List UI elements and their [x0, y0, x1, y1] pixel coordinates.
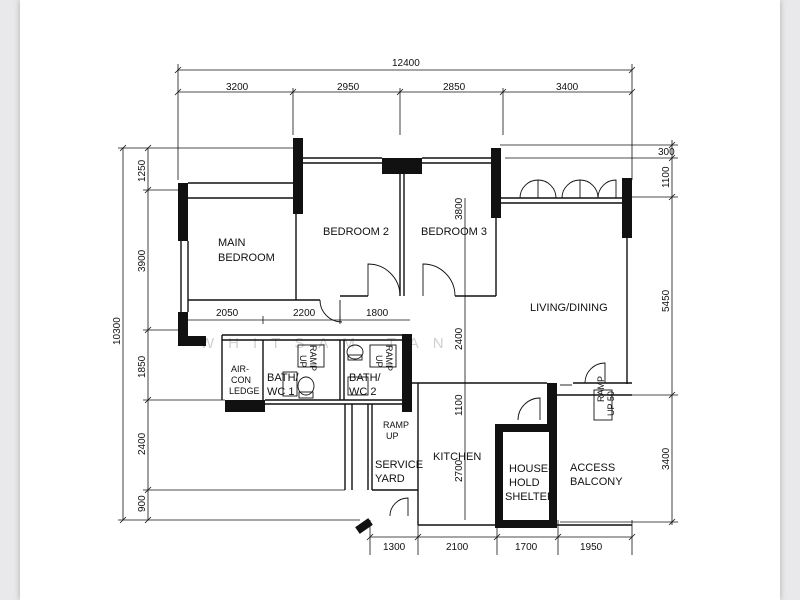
- room-service-yard-line2: YARD: [375, 473, 405, 485]
- room-shelter-line3: SHELTER: [505, 491, 555, 503]
- room-bedroom-3: BEDROOM 3: [421, 226, 487, 238]
- dim-left-3: 1850: [137, 355, 148, 378]
- room-bedroom-2: BEDROOM 2: [323, 226, 389, 238]
- ramp-2-line2: UP: [374, 355, 384, 368]
- dim-right-3: 5450: [661, 289, 672, 312]
- dim-top-4: 3400: [556, 82, 579, 93]
- ramp-3-line2: UP: [386, 431, 399, 441]
- top-dimensions: [174, 64, 636, 180]
- dim-right-2: 1100: [661, 166, 672, 188]
- structural-walls: [178, 138, 632, 534]
- dim-kitchen-vert-a: 1100: [454, 394, 465, 416]
- room-main-bedroom-line1: MAIN: [218, 237, 246, 249]
- dim-left-5: 900: [137, 495, 148, 512]
- dim-top-3: 2850: [443, 82, 466, 93]
- dim-living-vert: 2400: [454, 327, 465, 350]
- ramp-2-line1: RAMP: [384, 345, 394, 371]
- partition-walls: [180, 157, 632, 526]
- dim-inner-1: 2050: [216, 308, 239, 319]
- ramp-3-line1: RAMP: [383, 420, 409, 430]
- room-aircon-line1: AIR-: [231, 364, 249, 374]
- room-service-yard-line1: SERVICE: [375, 459, 423, 471]
- dim-left-1: 1250: [137, 159, 148, 182]
- dim-bottom-1: 1300: [383, 542, 406, 553]
- room-shelter-line1: HOUSE-: [509, 463, 552, 475]
- right-dimensions: [500, 140, 678, 526]
- dim-top-1: 3200: [226, 82, 249, 93]
- dim-bedroom3-vert: 3800: [454, 197, 465, 220]
- fixtures: [282, 344, 613, 421]
- dim-bottom-4: 1950: [580, 542, 603, 553]
- dim-bottom-3: 1700: [515, 542, 538, 553]
- dim-right-4: 3400: [661, 447, 672, 470]
- room-shelter-line2: HOLD: [509, 477, 540, 489]
- dim-left-4: 2400: [137, 432, 148, 455]
- door-swings: [319, 179, 617, 517]
- room-bath2-line1: BATH/: [349, 372, 382, 384]
- room-bath2-line2: WC 2: [349, 386, 377, 398]
- room-kitchen: KITCHEN: [433, 451, 481, 463]
- dim-kitchen-vert-b: 2700: [454, 459, 465, 482]
- ramp-4-line2: UP 50: [606, 391, 616, 416]
- room-aircon-line3: LEDGE: [229, 386, 260, 396]
- bottom-dimensions: [366, 520, 636, 555]
- dim-left-2: 3900: [137, 249, 148, 272]
- room-bath1-line1: BATH/: [267, 372, 300, 384]
- dim-left-total: 10300: [112, 317, 123, 345]
- ramp-4-line1: RAMP: [596, 376, 606, 402]
- left-dimensions: [118, 144, 360, 524]
- room-bath1-line2: WC 1: [267, 386, 295, 398]
- plan-sheet: WHITSAM TAN 12400 3200 2950 2850 3400: [20, 0, 780, 600]
- room-balcony-line2: BALCONY: [570, 476, 623, 488]
- room-main-bedroom-line2: BEDROOM: [218, 252, 275, 264]
- room-aircon-line2: CON: [231, 375, 251, 385]
- room-balcony-line1: ACCESS: [570, 462, 615, 474]
- dim-inner-3: 1800: [366, 308, 389, 319]
- dim-right-1: 300: [658, 147, 675, 158]
- watermark: WHITSAM TAN: [200, 335, 458, 352]
- dim-top-total: 12400: [392, 58, 420, 69]
- dim-top-2: 2950: [337, 82, 360, 93]
- ramp-1-line2: UP: [298, 355, 308, 368]
- dim-inner-2: 2200: [293, 308, 316, 319]
- floor-plan: WHITSAM TAN 12400 3200 2950 2850 3400: [112, 58, 678, 555]
- ramp-1-line1: RAMP: [308, 345, 318, 371]
- dim-bottom-2: 2100: [446, 542, 469, 553]
- room-living-dining: LIVING/DINING: [530, 302, 608, 314]
